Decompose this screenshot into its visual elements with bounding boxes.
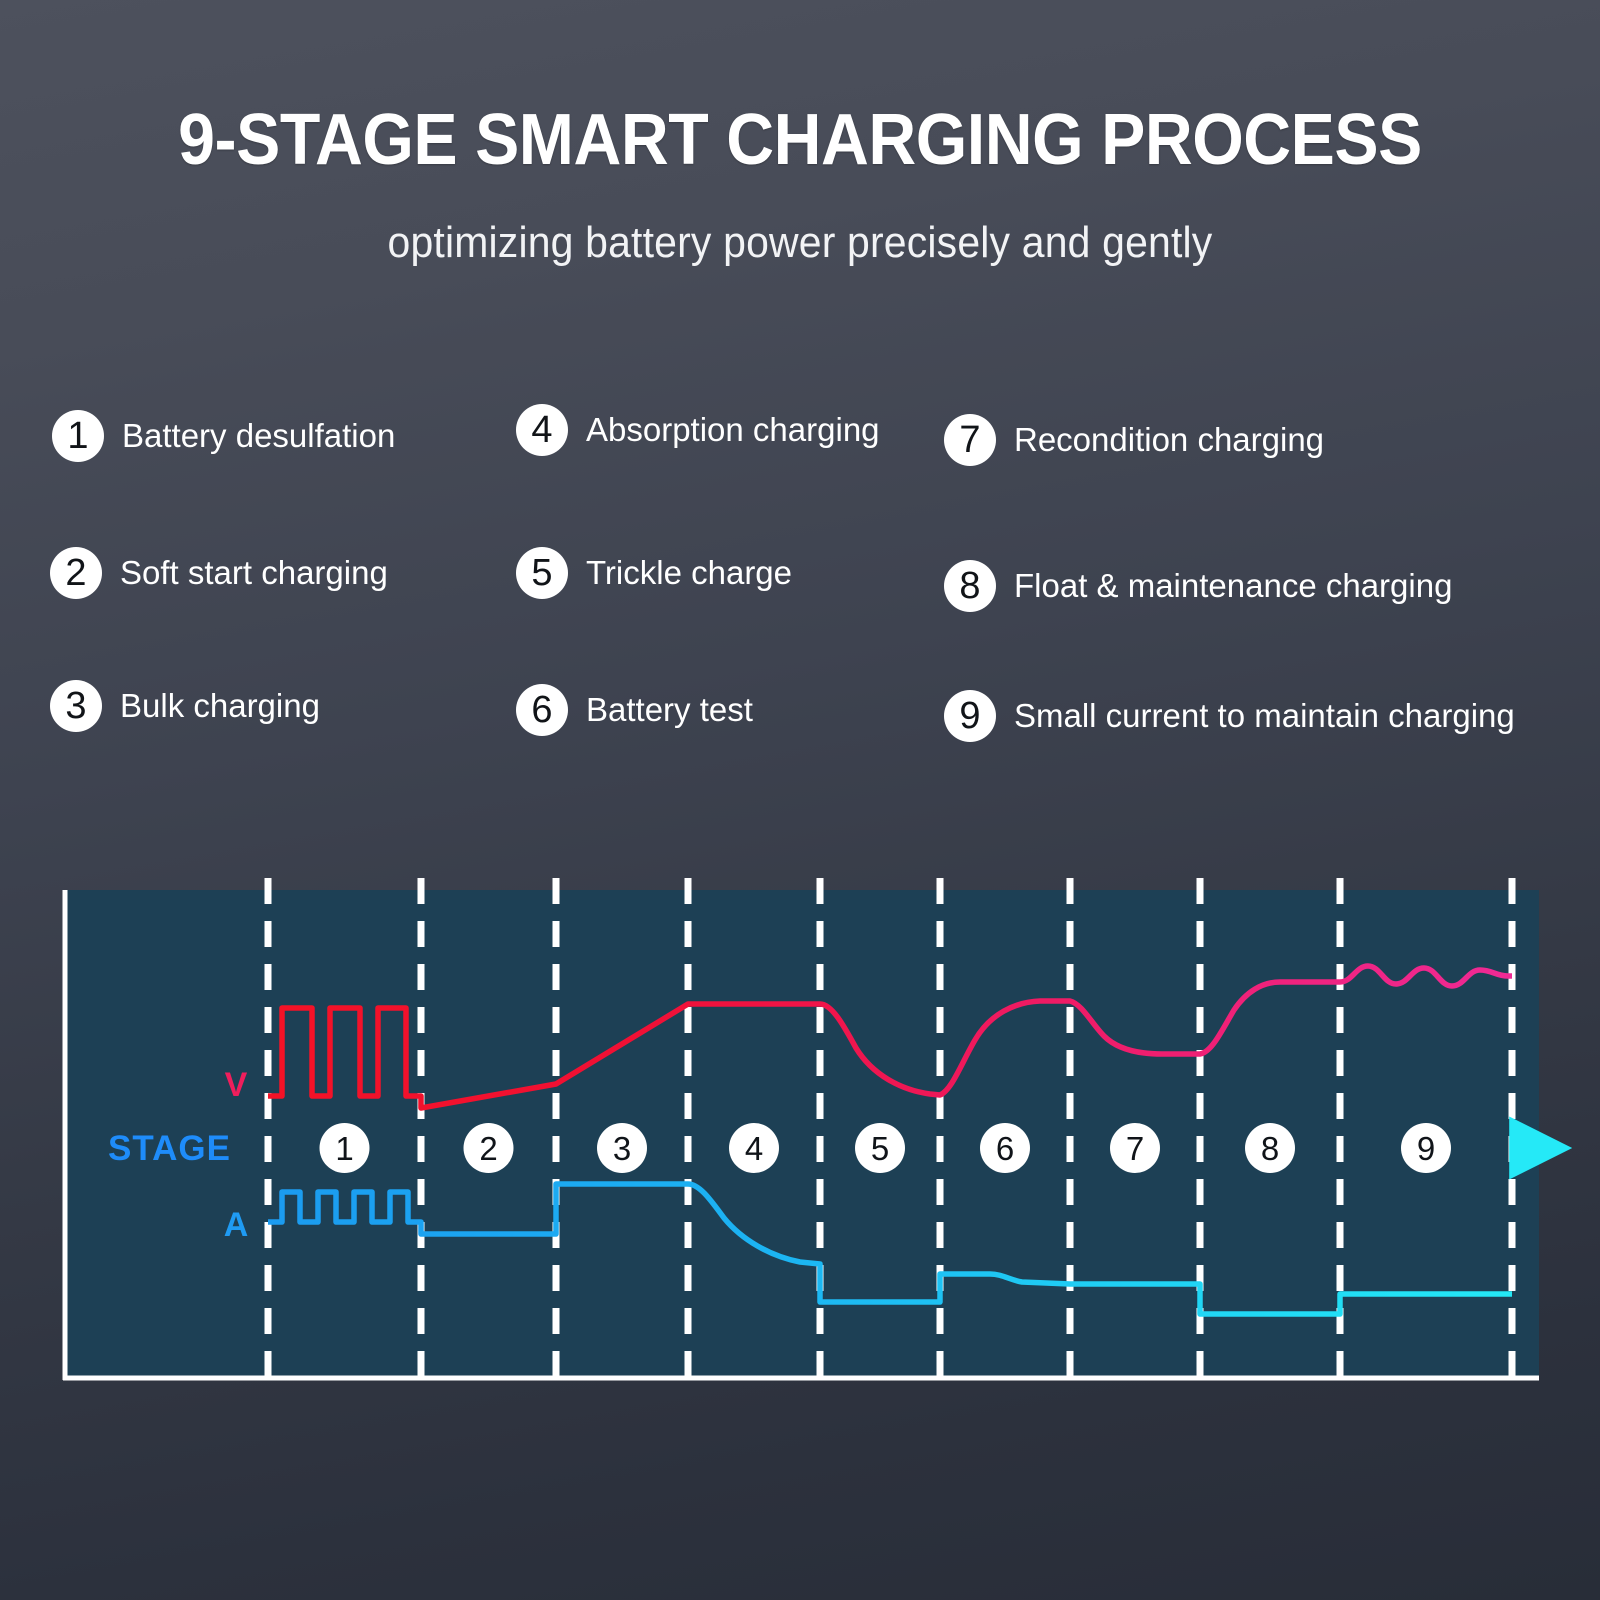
page-title: 9-STAGE SMART CHARGING PROCESS [178, 100, 1422, 180]
current-trace [268, 1181, 1512, 1317]
stage-marker-circle-4 [729, 1123, 779, 1173]
stage-marker-label-4: 4 [745, 1130, 763, 1167]
stage-legend: 1 Battery desulfation 2 Soft start charging… [0, 392, 1600, 792]
stage-marker-label-2: 2 [479, 1130, 497, 1167]
stage-axis-label: STAGE [108, 1129, 231, 1168]
legend-badge-7: 7 [944, 414, 996, 466]
stage-marker-label-8: 8 [1261, 1130, 1279, 1167]
stage-marker-circle-8 [1245, 1123, 1295, 1173]
stage-marker-circle-2 [463, 1123, 514, 1173]
legend-badge-1: 1 [52, 410, 104, 462]
legend-label-9: Small current to maintain charging [1014, 697, 1515, 734]
legend-badge-2: 2 [50, 547, 102, 599]
legend-item-9: 9 Small current to maintain charging [944, 690, 1515, 742]
legend-label-8: Float & maintenance charging [1014, 567, 1453, 604]
legend-item-8: 8 Float & maintenance charging [944, 560, 1452, 612]
stage-marker-label-3: 3 [613, 1130, 631, 1167]
legend-badge-9: 9 [944, 690, 996, 742]
legend-item-3: 3 Bulk charging [50, 680, 320, 732]
stage-marker-label-9: 9 [1417, 1130, 1435, 1167]
stage-marker-label-6: 6 [996, 1130, 1014, 1167]
legend-label-4: Absorption charging [586, 411, 880, 448]
legend-badge-3: 3 [50, 680, 102, 732]
legend-badge-6: 6 [516, 684, 568, 736]
legend-item-2: 2 Soft start charging [50, 547, 388, 599]
page-subtitle: optimizing battery power precisely and g… [387, 218, 1213, 267]
legend-item-5: 5 Trickle charge [516, 547, 792, 599]
voltage-axis-label: V [225, 1066, 248, 1104]
stage-marker-circle-7 [1110, 1123, 1160, 1173]
legend-label-5: Trickle charge [586, 554, 793, 591]
legend-label-6: Battery test [586, 691, 753, 728]
legend-label-1: Battery desulfation [122, 417, 396, 454]
stage-marker-circle-3 [597, 1123, 647, 1173]
legend-badge-5: 5 [516, 547, 568, 599]
legend-label-7: Recondition charging [1014, 421, 1325, 458]
chart-panel [63, 890, 1539, 1380]
stage-marker-circle-6 [980, 1123, 1030, 1173]
legend-item-1: 1 Battery desulfation [52, 410, 395, 462]
stage-marker-label-1: 1 [335, 1130, 353, 1167]
stage-markers: 1 2 3 4 5 6 7 8 9 [319, 1123, 1451, 1173]
voltage-trace [268, 963, 1512, 1111]
header: 9-STAGE SMART CHARGING PROCESS optimizin… [0, 0, 1600, 268]
stage-marker-label-7: 7 [1126, 1130, 1144, 1167]
current-axis-label: A [224, 1206, 249, 1244]
legend-item-7: 7 Recondition charging [944, 414, 1324, 466]
legend-item-6: 6 Battery test [516, 684, 753, 736]
stage-marker-circle-5 [855, 1123, 905, 1173]
legend-badge-4: 4 [516, 404, 568, 456]
stage-marker-label-5: 5 [871, 1130, 889, 1167]
chart-svg: 1 2 3 4 5 6 7 8 9 V STAGE A [62, 878, 1573, 1381]
legend-badge-8: 8 [944, 560, 996, 612]
stage-marker-circle-9 [1401, 1123, 1451, 1173]
charging-process-chart: 1 2 3 4 5 6 7 8 9 V STAGE A [0, 862, 1600, 1422]
legend-item-4: 4 Absorption charging [516, 404, 880, 456]
legend-label-2: Soft start charging [120, 554, 388, 591]
stage-marker-circle-1 [319, 1123, 370, 1173]
legend-label-3: Bulk charging [120, 687, 320, 724]
